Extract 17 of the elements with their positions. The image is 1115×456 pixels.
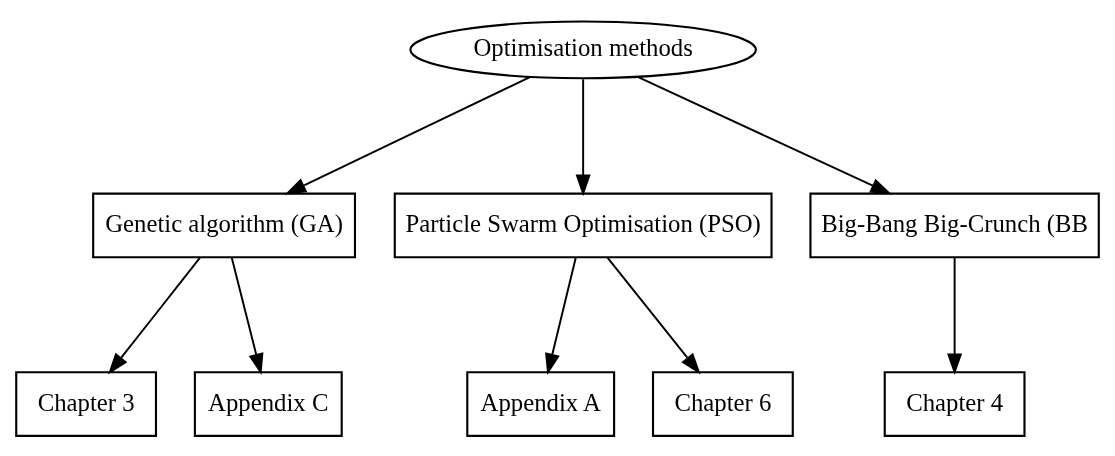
node-ellipse: Optimisation methods [409, 19, 757, 79]
node-box: Particle Swarm Optimisation (PSO) [393, 192, 773, 258]
arrow [284, 75, 531, 195]
node-box: Genetic algorithm (GA) [92, 192, 357, 258]
node-box: Appendix A [466, 370, 616, 437]
arrow [575, 77, 591, 196]
arrow [637, 75, 892, 195]
arrow [545, 256, 577, 375]
arrow [606, 256, 701, 374]
node-box: Chapter 4 [883, 370, 1026, 437]
node-box: Appendix C [193, 370, 343, 437]
node-box: Chapter 3 [15, 370, 158, 437]
arrow [947, 256, 963, 375]
arrow [108, 256, 201, 374]
node-box: Chapter 6 [651, 370, 794, 437]
arrow [230, 256, 264, 375]
node-box: Big-Bang Big-Crunch (BB [809, 192, 1100, 258]
